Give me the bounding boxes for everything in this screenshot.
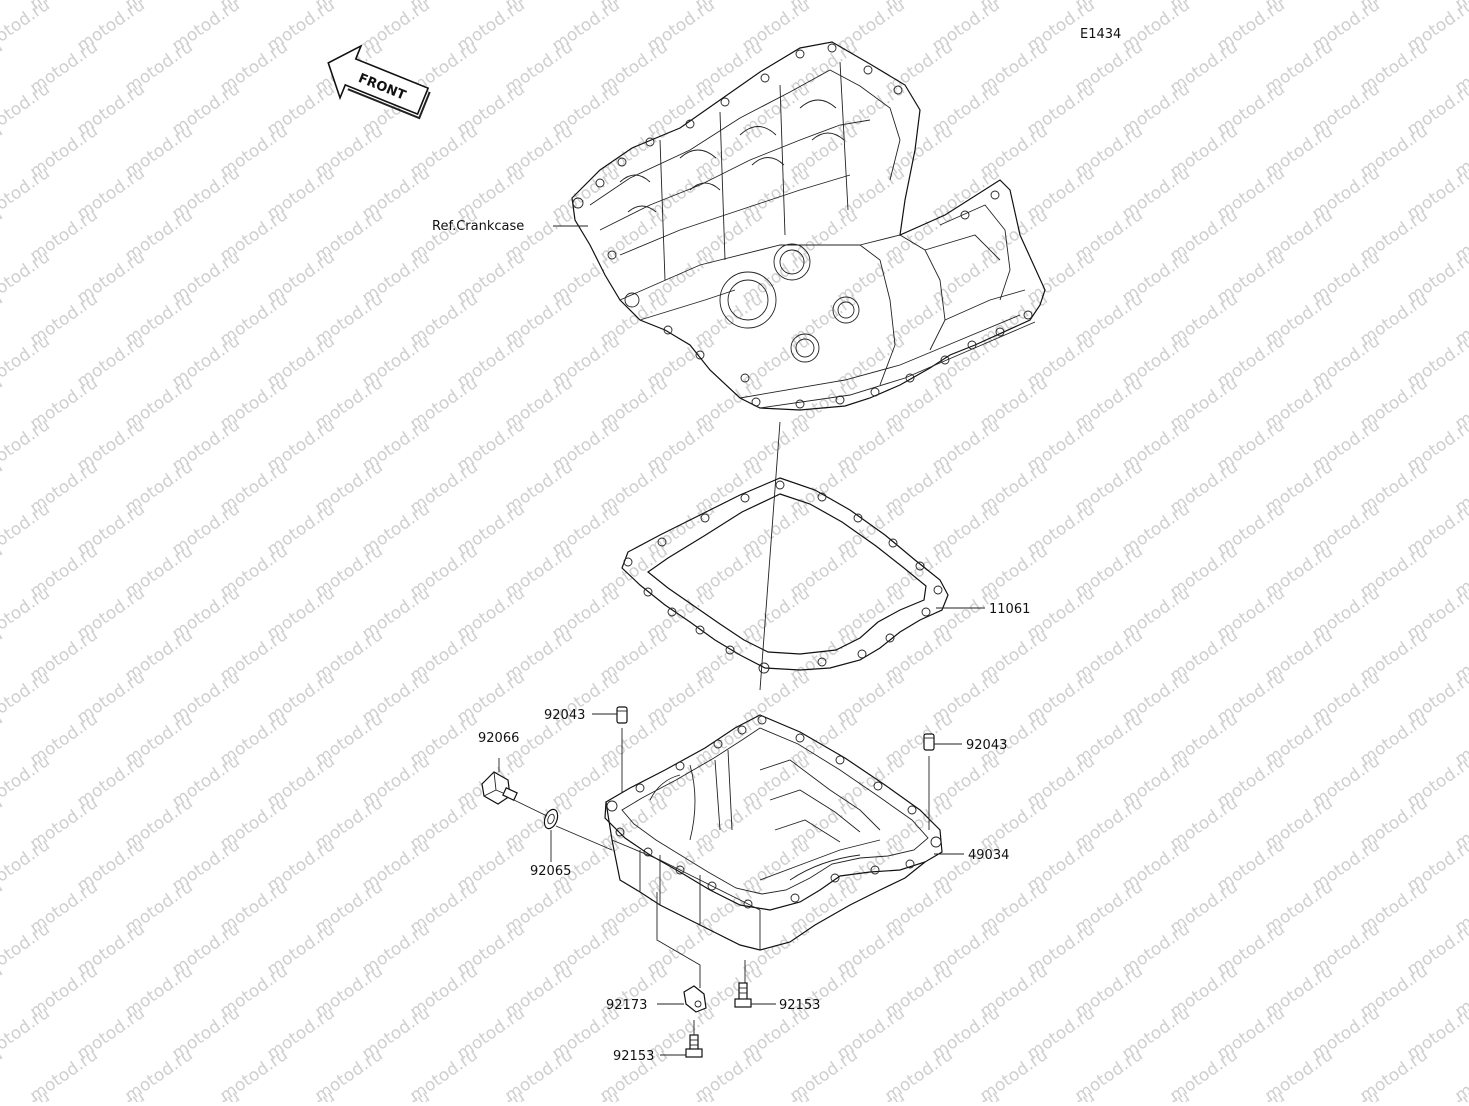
clamp-icon — [683, 985, 707, 1013]
watermark-text: motod.ru — [0, 247, 54, 308]
label-clamp: 92173 — [606, 998, 647, 1013]
watermark-text: motod.ru — [0, 0, 54, 56]
watermark-text: motod.ru — [0, 583, 54, 644]
watermark-text: motod.ru — [263, 1087, 338, 1102]
label-washer: 92065 — [530, 864, 571, 879]
diagram-code: E1434 — [1080, 27, 1121, 42]
label-oil-pan: 49034 — [968, 848, 1009, 863]
watermark-text: motod.ru — [0, 835, 54, 896]
watermark-text: motod.ru — [0, 0, 7, 14]
watermark-text: motod.ru — [0, 415, 54, 476]
watermark-text: motod.ru — [1118, 1087, 1193, 1102]
watermark-text: motod.ru — [738, 1087, 813, 1102]
watermark-text: motod.ru — [0, 1003, 54, 1064]
watermark-text: motod.ru — [1213, 1087, 1288, 1102]
label-crankcase-ref: Ref.Crankcase — [432, 219, 524, 234]
label-dowel-pin-right: 92043 — [966, 738, 1007, 753]
watermark-text: motod.ru — [168, 1087, 243, 1102]
watermark-text: motod.ru — [0, 751, 54, 812]
drain-plug-icon — [481, 771, 518, 805]
watermark-text: motod.ru — [1023, 1087, 1098, 1102]
alignment-line — [759, 421, 781, 691]
watermark-text: motod.ru — [0, 331, 54, 392]
watermark-text: motod.ru — [0, 79, 54, 140]
watermark-text: motod.ru — [0, 499, 54, 560]
watermark-text: motod.ru — [73, 1087, 148, 1102]
watermark-text: motod.ru — [643, 1087, 718, 1102]
label-gasket: 11061 — [989, 602, 1030, 617]
label-bolt-bottom: 92153 — [613, 1049, 654, 1064]
washer-icon — [543, 808, 559, 830]
watermark-text: motod.ru — [0, 163, 54, 224]
watermark-text: motod.ru — [548, 1087, 623, 1102]
gasket-drawing — [621, 477, 949, 674]
bolt-right-icon — [734, 982, 752, 1008]
watermark-text: motod.ru — [833, 1087, 908, 1102]
crankcase-drawing — [571, 41, 1046, 411]
label-bolt-right: 92153 — [779, 998, 820, 1013]
watermark-text: motod.ru — [1308, 1087, 1383, 1102]
watermark-text: motod.ru — [0, 919, 54, 980]
label-drain-plug: 92066 — [478, 731, 519, 746]
label-dowel-pin-left: 92043 — [544, 708, 585, 723]
watermark-text: motod.ru — [0, 667, 54, 728]
watermark-text: motod.ru — [453, 1087, 528, 1102]
dowel-pin-left-icon — [616, 706, 628, 724]
watermark-text: motod.ru — [928, 1087, 1003, 1102]
oil-pan-drawing — [604, 714, 943, 951]
leader-lines — [498, 225, 985, 1056]
watermark-text: motod.ru — [358, 1087, 433, 1102]
dowel-pin-right-icon — [923, 733, 935, 751]
